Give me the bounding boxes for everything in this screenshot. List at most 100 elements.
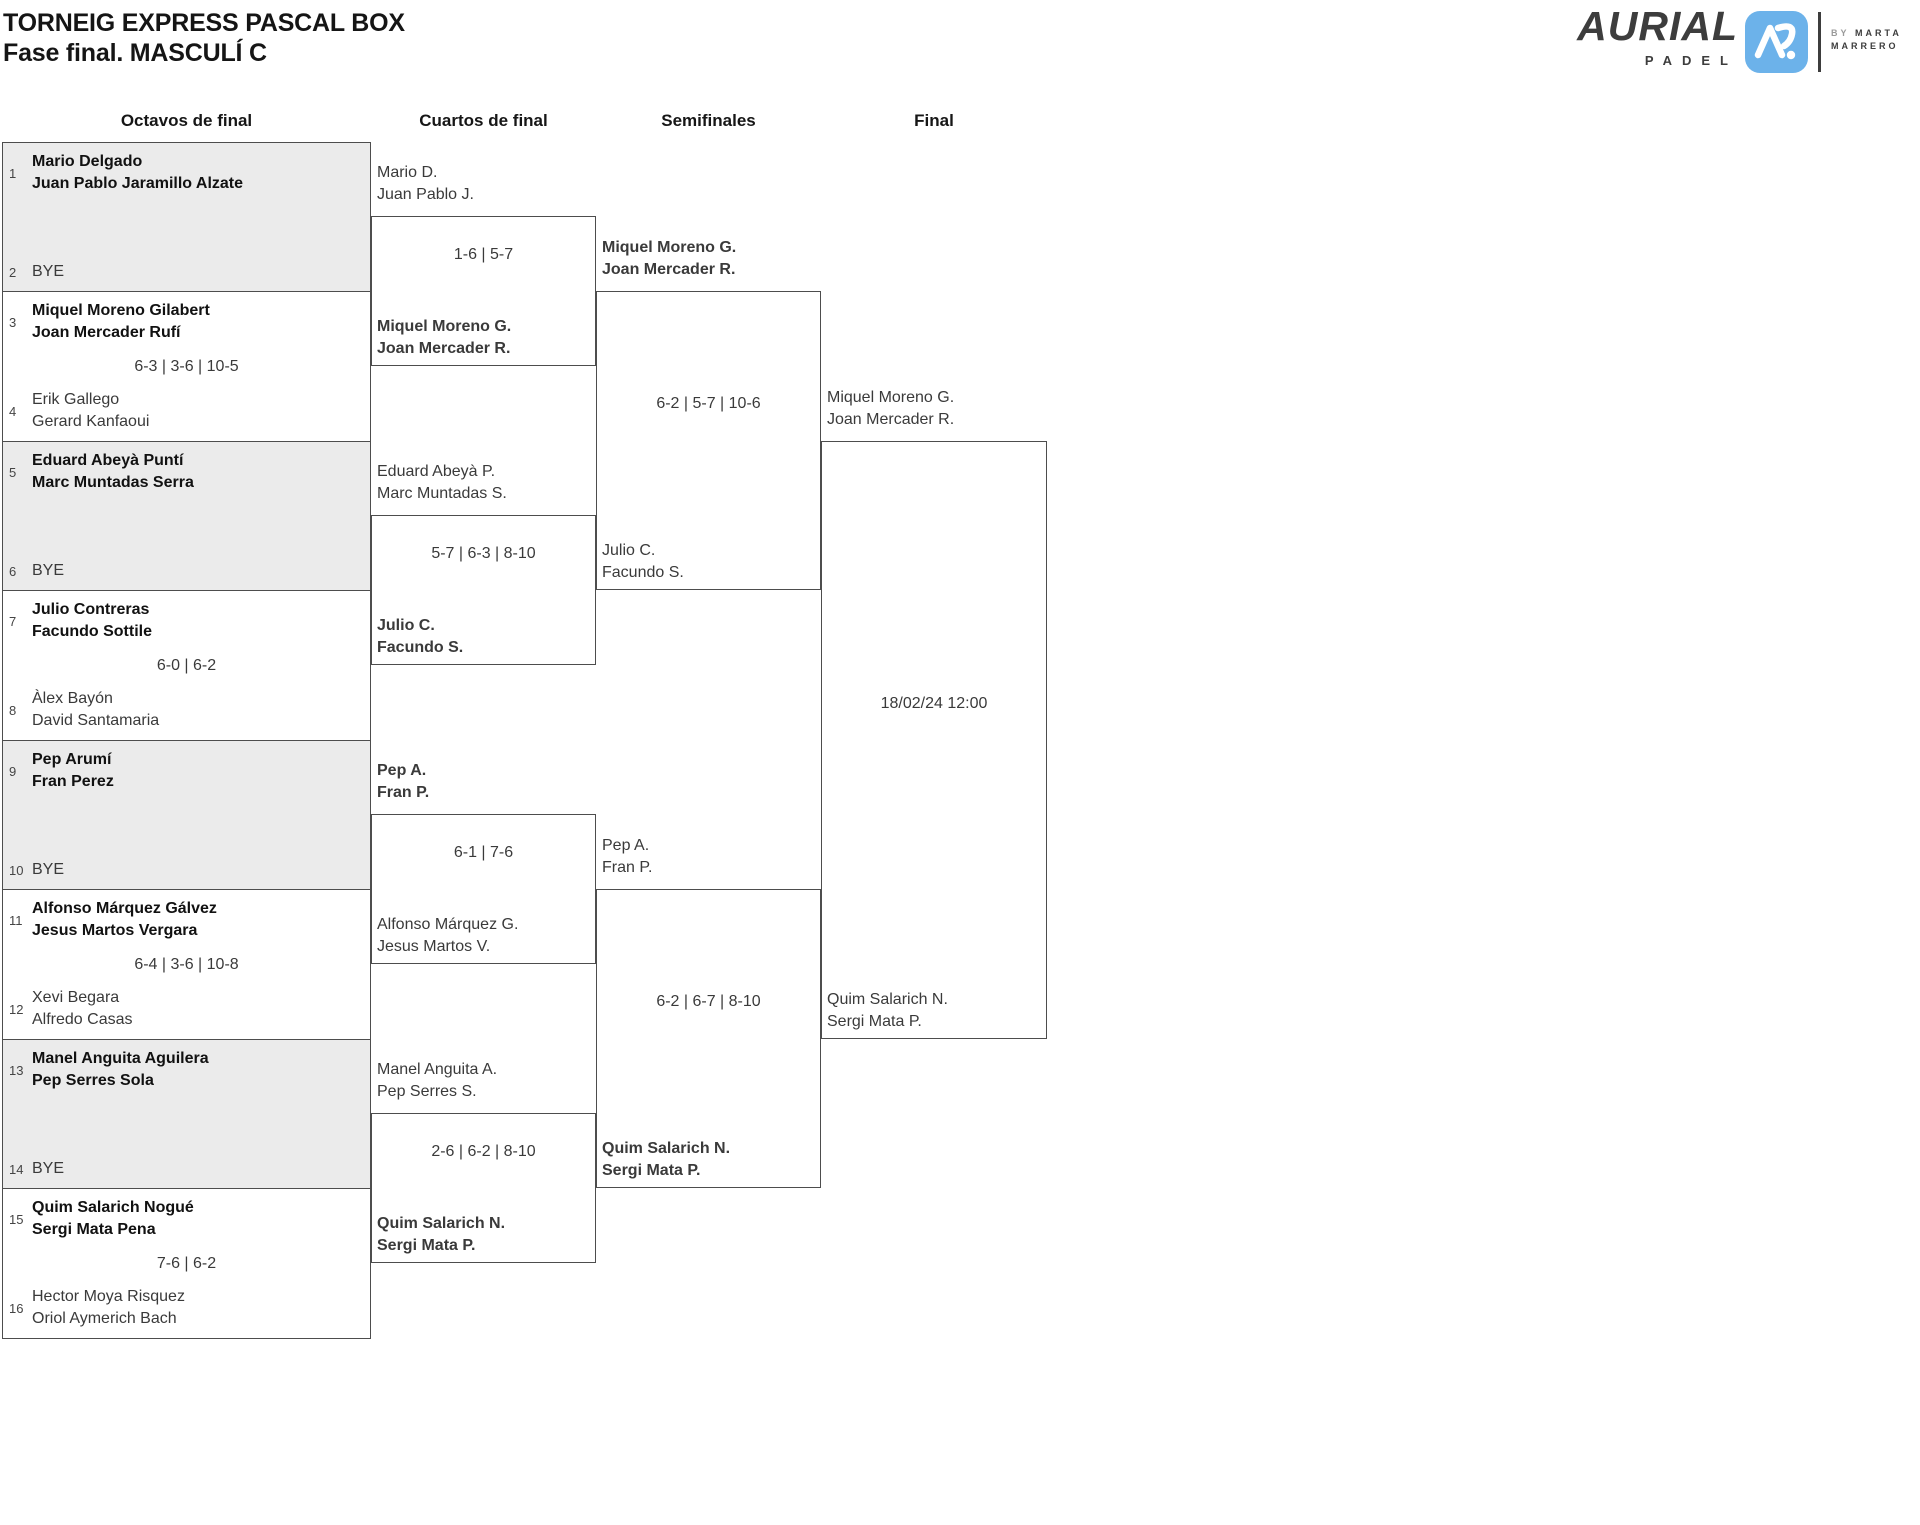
bye-label: BYE [32, 263, 65, 280]
seed-number: 11 [9, 912, 23, 928]
match-box-final [821, 441, 1047, 1039]
seed-number: 5 [9, 464, 17, 480]
seed-number: 3 [9, 314, 17, 330]
team-name: Julio C.Facundo S. [377, 617, 464, 656]
match-score: 7-6 | 6-2 [156, 1254, 217, 1272]
bye-label: BYE [32, 861, 65, 878]
tournament-title: TORNEIG EXPRESS PASCAL BOX [3, 9, 405, 37]
participant-bottom: 14 BYE [9, 1158, 366, 1180]
match-box-cuartos-2 [371, 515, 596, 665]
seed-number: 7 [9, 613, 17, 629]
round-header-octavos: Octavos de final [120, 111, 253, 130]
seed-number: 16 [9, 1300, 24, 1316]
seed-number: 4 [9, 403, 17, 419]
team-name: Eduard Abeyà P.Marc Muntadas S. [377, 463, 507, 502]
aurial-logo-padel-label: PADEL [1644, 53, 1738, 68]
seed-number: 9 [9, 763, 17, 779]
team-name: Mario D.Juan Pablo J. [377, 164, 474, 203]
seed-number: 6 [9, 563, 17, 579]
round-header-cuartos: Cuartos de final [419, 111, 548, 130]
seed-number: 13 [9, 1062, 24, 1078]
category-subtitle: Fase final. MASCULÍ C [3, 39, 267, 67]
team-name: Miquel Moreno G.Joan Mercader R. [602, 239, 737, 278]
team-name: Miquel Moreno G.Joan Mercader R. [827, 389, 955, 428]
seed-number: 12 [9, 1001, 24, 1017]
bye-label: BYE [32, 1160, 65, 1177]
team-name: Quim Salarich N.Sergi Mata P. [377, 1215, 506, 1254]
participant-bottom: 6 BYE [9, 560, 366, 582]
team-name: Julio C.Facundo S. [602, 542, 684, 581]
seed-number: 8 [9, 702, 17, 718]
match-score: 2-6 | 6-2 | 8-10 [431, 1143, 536, 1160]
aurial-logo-wordmark: AURIAL [1577, 3, 1738, 49]
match-score: 6-3 | 3-6 | 10-5 [134, 357, 239, 375]
match-score: 6-2 | 6-7 | 8-10 [656, 993, 761, 1010]
match-score: 6-4 | 3-6 | 10-8 [134, 955, 239, 973]
match-score: 6-0 | 6-2 [156, 656, 217, 674]
team-name: Quim Salarich N.Sergi Mata P. [827, 991, 948, 1030]
team-name: Alfonso Márquez G.Jesus Martos V. [377, 916, 519, 955]
bye-label: BYE [32, 562, 65, 579]
match-score: 6-2 | 5-7 | 10-6 [656, 395, 761, 412]
byline-name-last: MARRERO [1831, 41, 1899, 51]
match-box-semifinal-1 [596, 291, 821, 590]
participant-bottom: 10 BYE [9, 859, 366, 881]
round-header-final: Final [914, 111, 954, 130]
final-date: 18/02/24 12:00 [880, 695, 988, 712]
page-title: TORNEIG EXPRESS PASCAL BOX Fase final. M… [3, 8, 405, 68]
seed-number: 10 [9, 862, 24, 878]
round-header-semifinales: Semifinales [661, 111, 756, 130]
seed-number: 15 [9, 1211, 24, 1227]
team-name: Pep A.Fran P. [377, 762, 430, 801]
team-name: Manel Anguita A.Pep Serres S. [377, 1061, 498, 1100]
logo-byline: BY MARTA MARRERO [1831, 27, 1902, 53]
seed-number: 1 [9, 165, 17, 181]
match-box-cuartos-3 [371, 814, 596, 964]
match-box-cuartos-1 [371, 216, 596, 366]
logo-divider [1818, 12, 1821, 72]
seed-number: 2 [9, 264, 17, 280]
match-box-semifinal-2 [596, 889, 821, 1188]
byline-name-first: MARTA [1855, 28, 1902, 38]
match-score: 6-1 | 7-6 [453, 844, 514, 861]
seed-number: 14 [9, 1161, 24, 1177]
team-name: Quim Salarich N.Sergi Mata P. [602, 1140, 731, 1179]
team-name: Pep A.Fran P. [602, 837, 653, 876]
participant-bottom: 2 BYE [9, 261, 366, 283]
ap-monogram-icon [1745, 11, 1808, 73]
match-box-cuartos-4 [371, 1113, 596, 1263]
match-score: 1-6 | 5-7 [453, 246, 514, 263]
team-name: Miquel Moreno G.Joan Mercader R. [377, 318, 512, 357]
